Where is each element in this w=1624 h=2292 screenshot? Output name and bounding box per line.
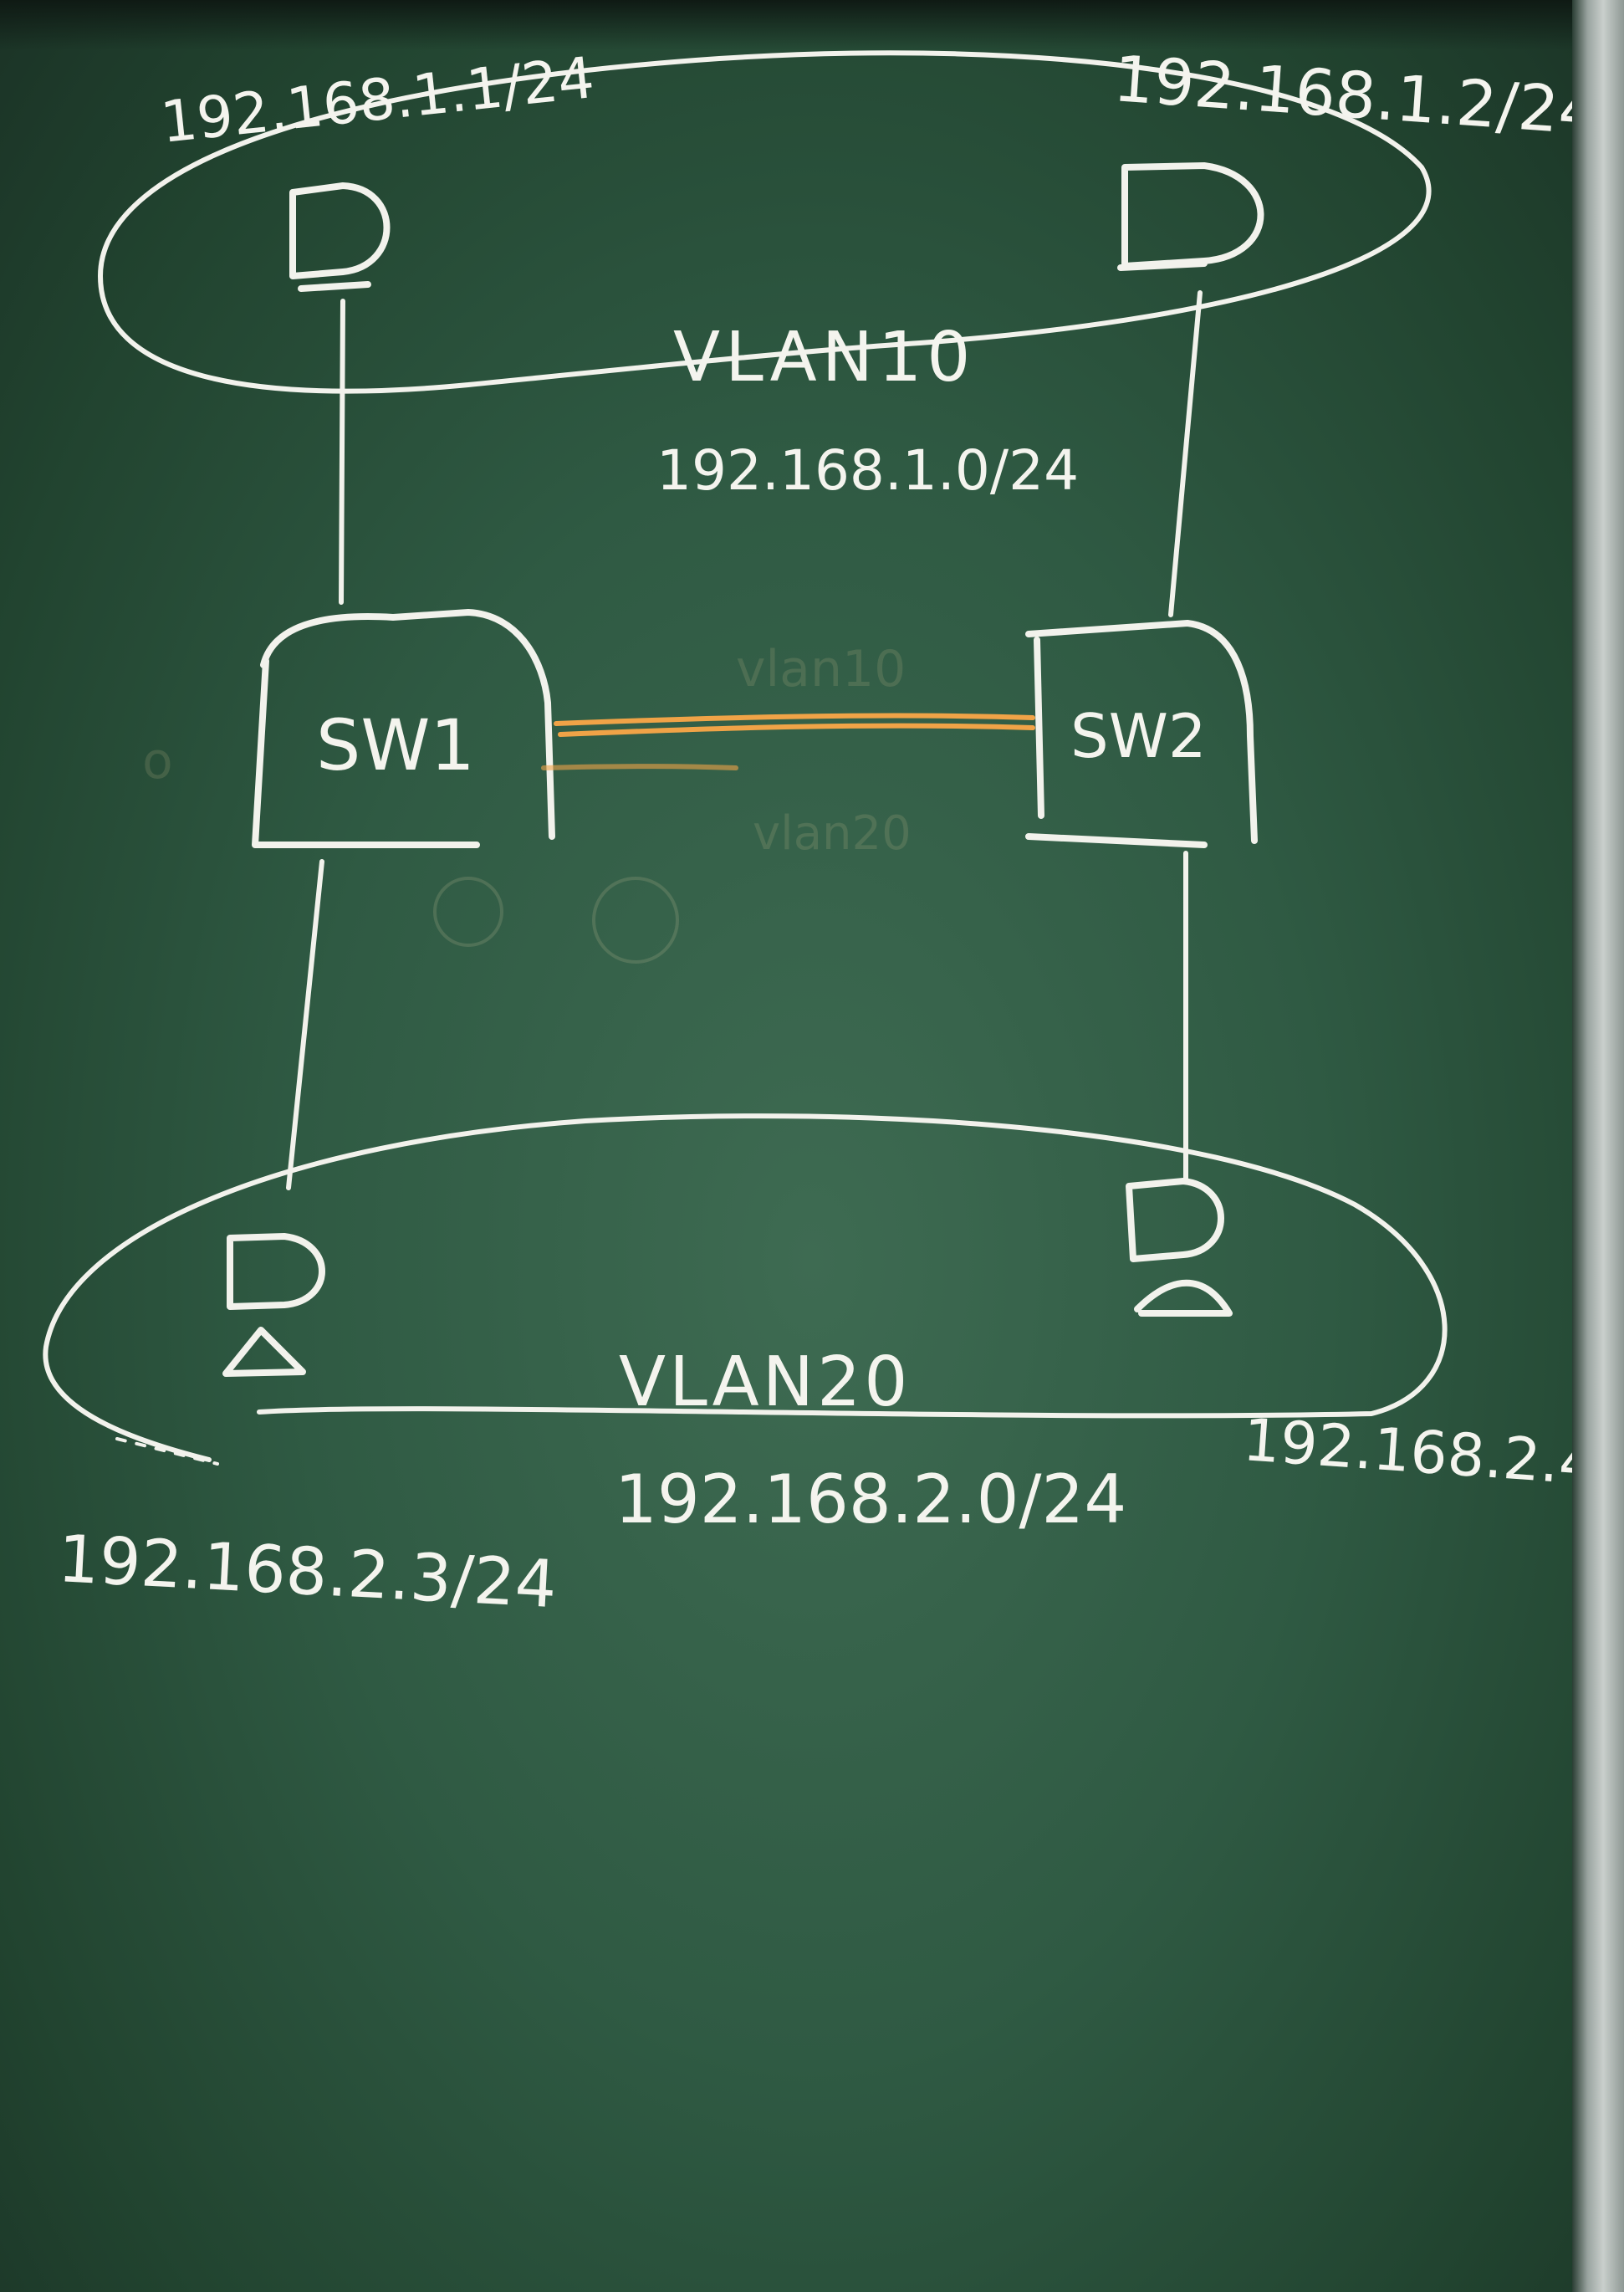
vlan10-name-label: VLAN10 (673, 318, 975, 397)
vlan10-ellipse (98, 50, 1432, 394)
vlan20-name-label: VLAN20 (619, 1343, 911, 1422)
ghost-text-1: vlan10 (736, 640, 906, 698)
trunk-line-2 (558, 723, 1035, 737)
host3-node (222, 1233, 325, 1377)
host4-ip-label: 192.168.2.4/24 (1241, 1405, 1624, 1505)
board-frame-rail (1572, 0, 1624, 2292)
switch1-label: SW1 (316, 704, 475, 786)
host1-icon (289, 182, 391, 292)
trunk-line-3 (541, 764, 738, 770)
ghost-circle-1 (433, 877, 503, 947)
host1-ip-label: 192.168.1.1/24 (158, 45, 598, 156)
host2-icon (1117, 162, 1264, 271)
board-top-shadow (0, 0, 1624, 50)
trunk-link (541, 713, 1035, 770)
vlan10-network-label: 192.168.1.0/24 (656, 438, 1079, 503)
switch1-icon (252, 609, 555, 848)
switch1-node (252, 609, 555, 1190)
host2-node (1117, 162, 1264, 617)
host2-ip-label: 192.168.1.2/24 (1111, 41, 1601, 149)
erased-chalk-ghosts: vlan10 vlan20 o (142, 640, 912, 964)
vlan20-ellipse (43, 1113, 1448, 1462)
switch2-label: SW2 (1070, 701, 1207, 771)
trunk-line-1 (554, 713, 1035, 726)
sw1-to-host3-link (286, 859, 324, 1190)
ghost-circle-2 (592, 877, 679, 964)
host3-ip-label: 192.168.2.3/24 (56, 1522, 559, 1623)
vlan20-ellipse-dashed-tail (115, 1437, 219, 1466)
host1-to-sw1-link (339, 299, 345, 605)
ghost-text-3: o (142, 732, 173, 790)
ghost-text-2: vlan20 (753, 806, 912, 861)
host1-node (289, 182, 391, 605)
switch2-icon (1025, 620, 1258, 848)
switch2-node (1025, 620, 1258, 1182)
host4-icon (1126, 1178, 1233, 1317)
host2-to-sw2-link (1168, 290, 1203, 617)
host3-icon (222, 1233, 325, 1377)
host4-node (1126, 1178, 1233, 1317)
vlan20-network-label: 192.168.2.0/24 (615, 1461, 1126, 1538)
